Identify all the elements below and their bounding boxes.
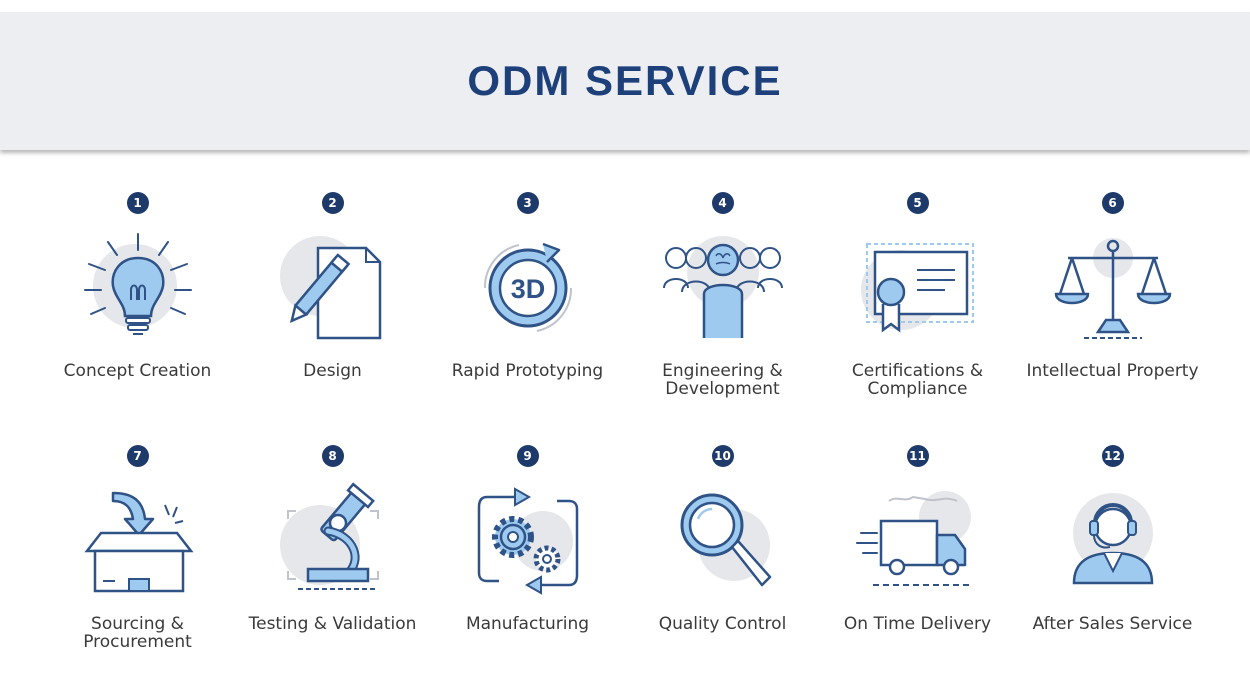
service-label: Rapid Prototyping [451,361,604,381]
service-engineering-development: 4 Engineering & Development [625,168,820,423]
service-sourcing-procurement: 7 Sourcing & Procurement [40,423,235,678]
service-certifications-compliance: 5 Certifications & Compliance [820,168,1015,423]
delivery-truck-icon [853,481,983,601]
service-label: On Time Delivery [843,614,992,634]
service-label: Sourcing & Procurement [83,614,192,652]
svg-text:3D: 3D [510,274,545,304]
certificate-icon [853,228,983,348]
service-label: Manufacturing [465,614,590,634]
scales-icon [1048,228,1178,348]
team-brain-icon [658,228,788,348]
step-number-badge: 5 [906,192,929,214]
service-label: Intellectual Property [1026,361,1199,381]
service-intellectual-property: 6 Intellectual Property [1015,168,1210,423]
service-on-time-delivery: 11 On Time Delivery [820,423,1015,678]
step-number-badge: 7 [126,445,149,467]
step-number-badge: 1 [126,192,149,214]
step-number-badge: 6 [1101,192,1124,214]
service-design: 2 Design [235,168,430,423]
step-number-badge: 4 [711,192,734,214]
page-header: ODM SERVICE [0,12,1250,150]
service-testing-validation: 8 Testing & Validation [235,423,430,678]
step-number-badge: 10 [711,445,734,467]
service-label: Engineering & Development [662,361,783,399]
box-arrow-icon [73,481,203,601]
service-after-sales-service: 12 After Sales Service [1015,423,1210,678]
page-title: ODM SERVICE [467,57,783,104]
step-number-badge: 3 [516,192,539,214]
service-label: Concept Creation [63,361,212,381]
gears-cycle-icon [463,481,593,601]
service-label: Certifications & Compliance [851,361,984,399]
service-rapid-prototyping: 3 3D Rapid Prototyping [430,168,625,423]
3d-rotation-icon: 3D [463,228,593,348]
step-number-badge: 9 [516,445,539,467]
step-number-badge: 12 [1101,445,1124,467]
microscope-icon [268,481,398,601]
magnifier-icon [658,481,788,601]
service-label: Design [303,361,362,381]
pen-document-icon [268,228,398,348]
service-label: Quality Control [658,614,787,634]
support-agent-icon [1048,481,1178,601]
service-quality-control: 10 Quality Control [625,423,820,678]
service-label: Testing & Validation [248,614,417,634]
service-concept-creation: 1 [40,168,235,423]
step-number-badge: 2 [321,192,344,214]
lightbulb-icon [73,228,203,348]
service-manufacturing: 9 Manufacturing [430,423,625,678]
service-label: After Sales Service [1032,614,1193,634]
step-number-badge: 11 [906,445,929,467]
services-grid: 1 [40,168,1210,678]
step-number-badge: 8 [321,445,344,467]
